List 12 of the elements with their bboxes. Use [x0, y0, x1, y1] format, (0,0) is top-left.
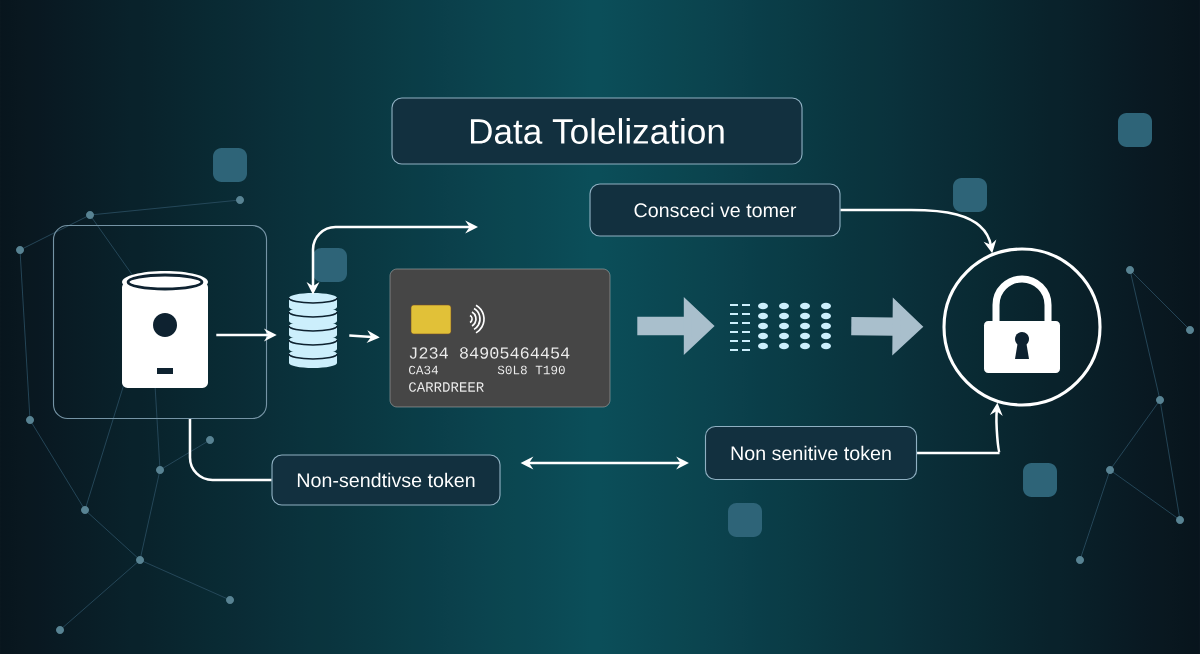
card-number: J234 84905464454 — [409, 347, 570, 359]
label-box: Consceci ve tomer — [589, 183, 841, 237]
frame-box — [52, 224, 268, 420]
label-box: Non senitive token — [704, 425, 918, 481]
database-icon — [288, 293, 338, 368]
cardholder-name: CARRDREER — [409, 382, 484, 392]
token-grid-drawing — [730, 302, 831, 351]
card-date: S0L8 T190 — [497, 365, 565, 375]
server-drawing — [122, 271, 208, 388]
card-code: CA34 — [409, 365, 438, 375]
label-box: Non-sendtivse token — [271, 454, 501, 506]
title-box: Data Tolelization — [391, 97, 803, 165]
